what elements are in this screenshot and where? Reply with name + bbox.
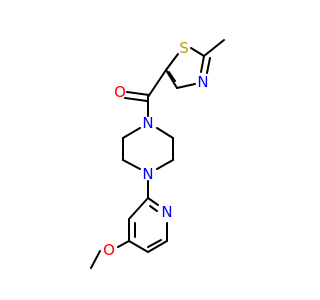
bond-thiazole-c2-n-double-a bbox=[200, 55, 205, 73]
atom-label-methoxy-oxygen: O bbox=[103, 241, 115, 259]
bond-thiazole-c5-s bbox=[165, 53, 179, 71]
bond-thiazole-c4-c5-inner bbox=[168, 71, 176, 82]
atom-label-layer: O S N N N N O bbox=[103, 39, 209, 259]
bond-pyr-methoxy-o bbox=[117, 240, 130, 248]
bond-pyr-c6-c5-inner bbox=[147, 239, 162, 248]
bond-pip-n4-c-left bbox=[122, 159, 141, 170]
bond-carbonyl-thiazole bbox=[147, 69, 167, 98]
atom-label-thiazole-nitrogen: N bbox=[197, 73, 208, 91]
bond-carbonyl-double-b bbox=[124, 97, 148, 102]
bond-thiazole-s-c2 bbox=[190, 47, 205, 57]
bond-pyr-c5-c4 bbox=[128, 240, 149, 253]
atom-label-thiazole-sulfur: S bbox=[179, 39, 189, 57]
bond-pyr-c3-c2 bbox=[128, 197, 149, 220]
bond-methoxy-o-methyl bbox=[90, 250, 101, 269]
bond-pyr-c2-n bbox=[147, 197, 159, 206]
bond-thiazole-n-c4 bbox=[176, 83, 196, 89]
bond-thiazole-c2-n-double-b bbox=[206, 57, 211, 74]
molecule-structure: O S N N N N O bbox=[90, 39, 225, 269]
bond-pip-c-n1-left bbox=[122, 127, 141, 139]
bond-carbonyl-double-a bbox=[126, 91, 150, 96]
atom-label-carbonyl-oxygen: O bbox=[114, 83, 126, 101]
bond-thiazole-c4-c5 bbox=[165, 69, 178, 89]
bond-pyr-c2-n-inner bbox=[149, 205, 158, 212]
atom-label-pyridine-nitrogen: N bbox=[161, 203, 172, 221]
atom-label-piperazine-n-bottom: N bbox=[142, 165, 153, 183]
molecule-canvas: O S N N N N O bbox=[90, 39, 225, 269]
bond-pip-c-n4-right bbox=[156, 159, 174, 170]
bond-pip-n1-c-right bbox=[156, 127, 174, 139]
atom-label-piperazine-n-top: N bbox=[142, 114, 153, 132]
bond-thiazole-methyl bbox=[203, 39, 225, 57]
bond-pyr-c6-c5 bbox=[147, 240, 168, 253]
bond-layer bbox=[90, 39, 225, 269]
